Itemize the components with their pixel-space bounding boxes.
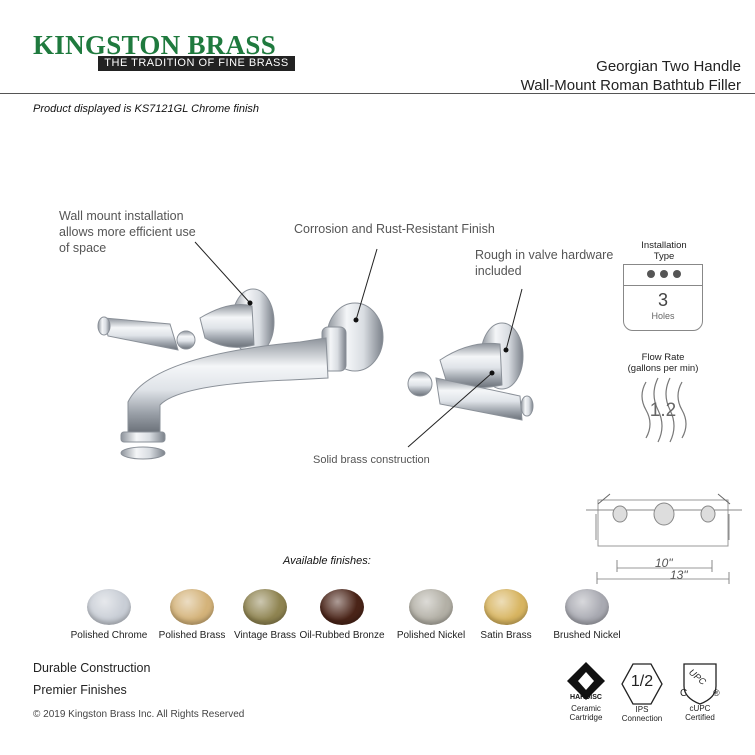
- ips-hexagon-icon: [621, 663, 663, 705]
- hole-dot-icon: [673, 270, 681, 278]
- cupc-c-mark: C: [680, 688, 688, 699]
- hole-dot-icon: [647, 270, 655, 278]
- callout-rough-in: Rough in valve hardware included: [475, 248, 614, 278]
- finish-label: Satin Brass: [480, 630, 532, 641]
- cartridge-line2: Cartridge: [569, 713, 603, 722]
- feature-durable: Durable Construction: [33, 661, 151, 675]
- header-divider: [0, 93, 755, 94]
- dimension-outer: 13": [670, 568, 688, 582]
- right-handle: [407, 322, 534, 421]
- callout-wall-mount: Wall mount installation allows more effi…: [59, 209, 196, 255]
- spout: [120, 302, 384, 460]
- holes-unit: Holes: [651, 311, 675, 321]
- product-display-note: Product displayed is KS7121GL Chrome fin…: [33, 103, 260, 115]
- flow-label-line2: (gallons per min): [627, 363, 699, 374]
- finishes-heading: Available finishes:: [283, 555, 371, 567]
- flow-rate-label: Flow Rate (gallons per min): [618, 352, 708, 374]
- hardisc-cartridge-icon: [567, 662, 605, 700]
- cupc-label: cUPC Certified: [674, 704, 726, 722]
- finish-swatch: [243, 589, 287, 625]
- flow-rate-value: 1.2: [649, 400, 677, 421]
- installation-label-line2: Type: [653, 251, 675, 262]
- ips-value: 1/2: [630, 673, 654, 690]
- product-title-line2: Wall-Mount Roman Bathtub Filler: [520, 77, 741, 94]
- hardisc-mark: HARDISC: [570, 694, 602, 701]
- callout-corrosion: Corrosion and Rust-Resistant Finish: [294, 222, 495, 236]
- product-title-line1: Georgian Two Handle: [596, 58, 741, 75]
- brand-tagline: THE TRADITION OF FINE BRASS: [98, 56, 295, 71]
- installation-holes-icon: [623, 264, 703, 286]
- finish-swatch: [484, 589, 528, 625]
- cupc-shield-icon: [683, 663, 717, 705]
- finish-label: Polished Nickel: [396, 630, 466, 641]
- installation-label-line1: Installation: [641, 240, 687, 251]
- callout-solid-brass: Solid brass construction: [313, 454, 430, 466]
- installation-type-box: [623, 264, 703, 331]
- holes-value: 3: [657, 290, 668, 310]
- finish-label: Polished Chrome: [70, 630, 148, 641]
- flow-label-line1: Flow Rate: [641, 352, 685, 363]
- ips-line2: Connection: [621, 714, 663, 723]
- hole-dot-icon: [660, 270, 668, 278]
- cupc-line1: cUPC: [689, 704, 711, 713]
- finish-swatch: [409, 589, 453, 625]
- brand-logo: KINGSTON BRASS: [33, 30, 277, 60]
- finish-label: Vintage Brass: [233, 630, 297, 641]
- finish-swatch: [565, 589, 609, 625]
- cupc-registered-mark: ®: [713, 688, 720, 698]
- finish-swatch: [87, 589, 131, 625]
- cartridge-label: Ceramic Cartridge: [560, 704, 612, 722]
- left-handle: [97, 288, 275, 356]
- ips-label: IPS Connection: [616, 705, 668, 723]
- finish-swatch: [170, 589, 214, 625]
- dimension-diagram: [586, 493, 742, 584]
- finish-label: Oil-Rubbed Bronze: [299, 630, 385, 641]
- finish-label: Polished Brass: [158, 630, 226, 641]
- copyright: © 2019 Kingston Brass Inc. All Rights Re…: [33, 709, 245, 720]
- ips-line1: IPS: [635, 705, 649, 714]
- finish-swatch: [320, 589, 364, 625]
- cupc-line2: Certified: [685, 713, 715, 722]
- feature-finishes: Premier Finishes: [33, 683, 127, 697]
- dimension-inner: 10": [655, 556, 673, 570]
- cartridge-line1: Ceramic: [571, 704, 601, 713]
- installation-type-label: Installation Type: [628, 240, 700, 262]
- finish-label: Brushed Nickel: [553, 630, 621, 641]
- callout-lines: [194, 241, 523, 448]
- product-title: Georgian Two Handle Wall-Mount Roman Bat…: [521, 57, 741, 95]
